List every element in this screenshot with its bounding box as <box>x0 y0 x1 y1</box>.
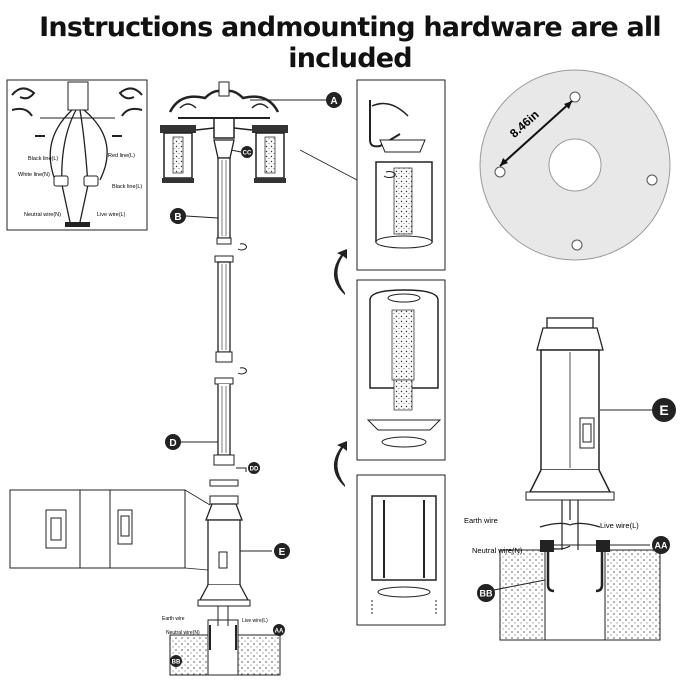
callout-e-left-label: E <box>279 547 286 558</box>
lantern-step-3 <box>356 474 446 626</box>
callout-aa-small-marker <box>273 624 285 636</box>
outlet-zoom-panel <box>9 489 211 571</box>
lantern-step-1 <box>356 79 446 271</box>
callout-d-label: D <box>169 438 176 449</box>
neutral-wire-label-small: Neutral wire(N) <box>166 630 200 636</box>
callout-aa-label: AA <box>655 541 668 551</box>
lamp-head <box>160 81 288 183</box>
wiring-label: Black line(L) <box>28 156 58 162</box>
callout-dd-marker <box>248 462 260 474</box>
wiring-label: Black line(L) <box>112 184 142 190</box>
earth-wire-label: Earth wire <box>464 516 498 525</box>
callout-e-right-label: E <box>659 402 668 418</box>
right-base <box>499 317 661 641</box>
callout-a-label: A <box>330 96 337 107</box>
callout-dd-label: DD <box>250 467 259 473</box>
callout-aa-marker <box>652 536 670 554</box>
callout-aa-small-label: AA <box>275 629 284 635</box>
earth-wire-label-small: Earth wire <box>162 616 185 622</box>
callout-bb-label: BB <box>480 589 493 599</box>
callout-bb-marker <box>477 584 495 602</box>
wiring-label: Neutral wire(N) <box>24 212 61 218</box>
callout-bb-small-label: BB <box>172 660 181 666</box>
callout-bb-small-marker <box>170 655 182 667</box>
page-title: Instructions andmounting hardware are al… <box>39 12 661 74</box>
base-plate <box>479 69 671 261</box>
callout-e-left-marker <box>274 543 290 559</box>
callout-d-marker <box>165 434 181 450</box>
live-wire-label: Live wire(L) <box>600 521 639 530</box>
wiring-label: White line(N) <box>18 172 50 178</box>
neutral-wire-label: Neutral wire(N) <box>472 546 523 555</box>
wiring-label: Live wire(L) <box>97 212 126 218</box>
lantern-step-2 <box>356 279 446 461</box>
left-base <box>169 495 281 676</box>
wiring-label: Red line(L) <box>108 153 135 159</box>
callout-cc-label: CC <box>243 151 252 157</box>
callout-cc-marker <box>241 146 253 158</box>
callout-b-label: B <box>174 212 181 223</box>
callout-e-right-marker <box>652 398 676 422</box>
callout-a-marker <box>326 92 342 108</box>
pole-assembly <box>209 139 247 487</box>
callout-b-marker <box>170 208 186 224</box>
live-wire-label-small: Live wire(L) <box>242 618 268 624</box>
wiring-detail-panel: Black line(L) Red line(L) White line(N) … <box>6 79 148 231</box>
